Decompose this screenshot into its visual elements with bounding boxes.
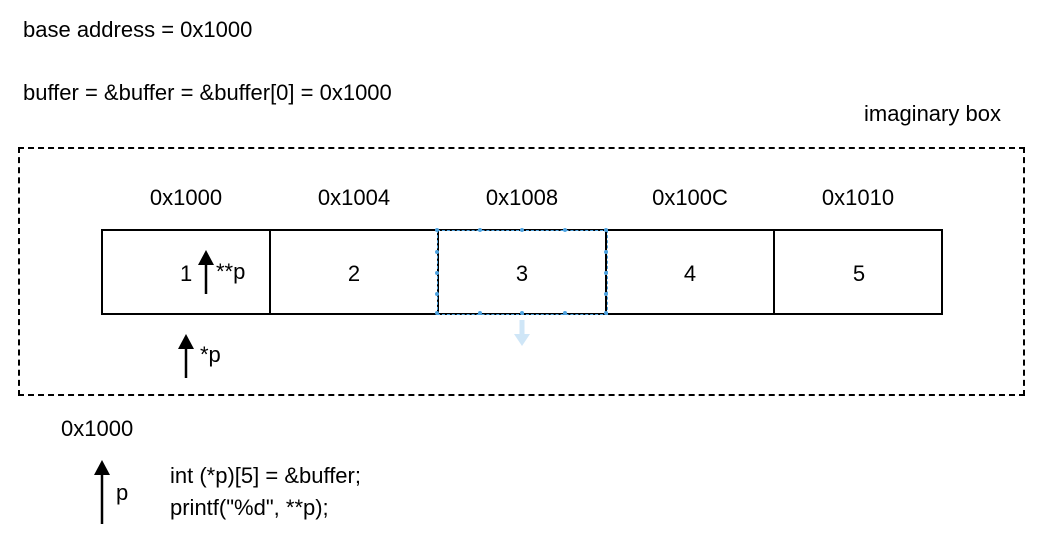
- resize-handle[interactable]: [604, 228, 608, 232]
- array-cell-0[interactable]: 1: [103, 231, 271, 313]
- imaginary-box-label: imaginary box: [864, 101, 1001, 126]
- address-label-3: 0x100C: [652, 185, 728, 210]
- resize-handle[interactable]: [604, 250, 608, 254]
- single-deref-label: *p: [200, 342, 221, 367]
- resize-handle[interactable]: [604, 311, 608, 315]
- code-line: printf("%d", **p);: [170, 495, 329, 520]
- resize-handle[interactable]: [478, 228, 482, 232]
- imaginary-box[interactable]: [18, 147, 1025, 396]
- resize-handle[interactable]: [435, 271, 439, 275]
- array-cell-value: 4: [683, 261, 697, 286]
- double-deref-arrow[interactable]: [198, 250, 214, 294]
- resize-handle[interactable]: [563, 311, 567, 315]
- p-address-label: 0x1000: [61, 416, 134, 441]
- selection-outline[interactable]: [435, 228, 608, 315]
- address-label-1: 0x1004: [317, 185, 391, 210]
- buffer-equivalence-note: buffer = &buffer = &buffer[0] = 0x1000: [23, 80, 392, 105]
- p-arrow[interactable]: [94, 460, 110, 524]
- single-deref-arrow[interactable]: [178, 334, 194, 378]
- double-deref-label: **p: [216, 259, 246, 284]
- array-cell-value: 1: [180, 261, 193, 286]
- array-cell-value: 5: [852, 261, 866, 286]
- array-cell-value: 3: [515, 261, 529, 286]
- resize-handle[interactable]: [563, 228, 567, 232]
- resize-handle[interactable]: [520, 228, 524, 232]
- code-line: int (*p)[5] = &buffer;: [170, 463, 361, 488]
- resize-handle[interactable]: [520, 311, 524, 315]
- resize-handle[interactable]: [478, 311, 482, 315]
- address-label-4: 0x1010: [821, 185, 895, 210]
- connection-arrow-hint[interactable]: [514, 320, 530, 346]
- base-address-note: base address = 0x1000: [23, 17, 253, 42]
- resize-handle[interactable]: [604, 292, 608, 296]
- resize-handle[interactable]: [435, 250, 439, 254]
- array-cell-4[interactable]: 5: [775, 231, 943, 313]
- resize-handle[interactable]: [435, 228, 439, 232]
- resize-handle[interactable]: [435, 311, 439, 315]
- resize-handle[interactable]: [604, 271, 608, 275]
- array-cell-value: 2: [347, 261, 361, 286]
- p-label: p: [116, 480, 129, 505]
- array-cell-3[interactable]: 4: [607, 231, 775, 313]
- address-label-0: 0x1000: [149, 185, 223, 210]
- address-label-2: 0x1008: [485, 185, 559, 210]
- resize-handle[interactable]: [435, 292, 439, 296]
